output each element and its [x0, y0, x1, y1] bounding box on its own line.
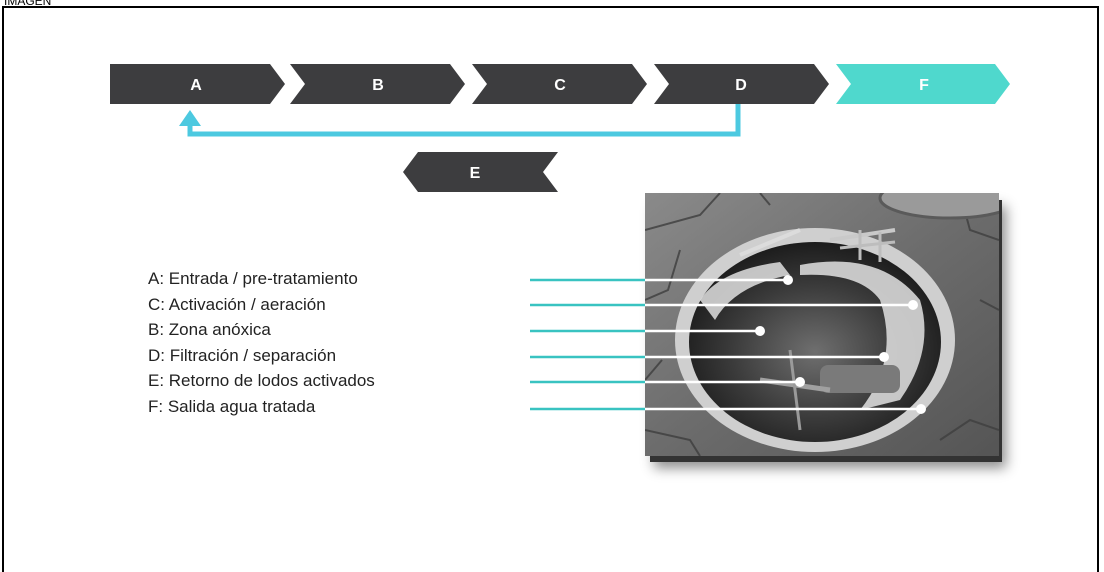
return-step: E — [403, 152, 558, 192]
figure-frame — [2, 6, 1099, 572]
legend-item-f: F: Salida agua tratada — [148, 396, 316, 416]
step-d-chevron — [654, 64, 829, 104]
step-chevrons: A B C D F — [110, 64, 1010, 104]
legend-item-b: B: Zona anóxica — [148, 320, 271, 340]
return-connector — [179, 104, 741, 137]
step-c-chevron — [472, 64, 647, 104]
step-d-label: D — [735, 77, 747, 94]
step-b-label: B — [372, 77, 384, 94]
treatment-tank-photo — [645, 193, 999, 456]
step-a-label: A — [190, 77, 202, 94]
step-b-chevron — [290, 64, 465, 104]
step-e-label: E — [470, 165, 481, 182]
legend-item-a: A: Entrada / pre-tratamiento — [148, 269, 358, 288]
legend-item-c: C: Activación / aeración — [148, 294, 326, 314]
legend-item-d: D: Filtración / separación — [148, 345, 337, 365]
return-arrowhead — [179, 110, 201, 126]
leader-dot-f — [916, 404, 926, 414]
legend-item-e: E: Retorno de lodos activados — [148, 371, 375, 391]
figure-caption: IMAGEN — [4, 0, 52, 8]
leader-dot-b — [755, 326, 765, 336]
leader-dot-e — [795, 377, 805, 387]
leader-dot-c — [908, 300, 918, 310]
leader-dot-a — [783, 275, 793, 285]
return-connector-line — [187, 104, 741, 137]
step-f-chevron — [836, 64, 1010, 104]
step-c-label: C — [554, 77, 566, 94]
step-a-chevron — [110, 64, 285, 104]
step-f-label: F — [919, 77, 929, 94]
leader-dot-d — [879, 352, 889, 362]
legend-list: A: Entrada / pre-tratamiento C: Activaci… — [148, 266, 375, 420]
leader-lines — [530, 275, 926, 414]
step-e-chevron — [403, 152, 558, 192]
